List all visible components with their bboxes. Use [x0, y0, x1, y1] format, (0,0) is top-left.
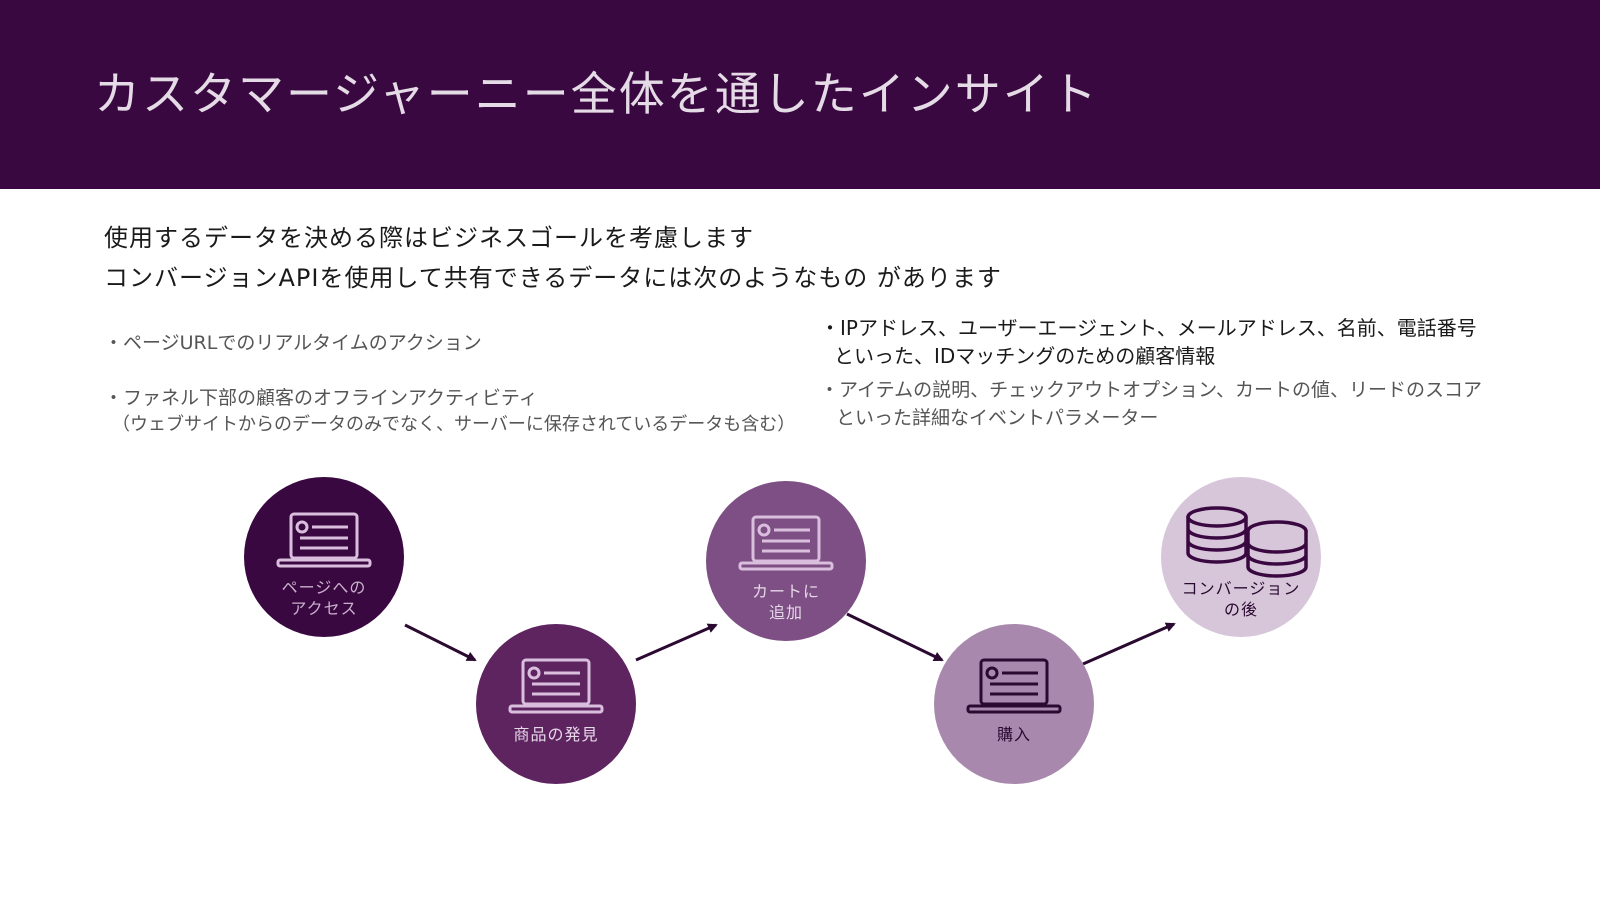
subtitle-line-1: 使用するデータを決める際はビジネスゴールを考慮します — [104, 224, 754, 252]
database-icon — [1186, 506, 1308, 578]
header-banner: カスタマージャーニー全体を通したインサイト — [0, 0, 1600, 189]
stage-label-line: 追加 — [768, 603, 803, 622]
bullet-event-params-cont: といった詳細なイベントパラメーター — [836, 407, 1159, 429]
arrow-4 — [1082, 622, 1176, 666]
stage-label-page-access: ページへの アクセス — [244, 577, 404, 619]
bullet-offline-activity-note: （ウェブサイトからのデータのみでなく、サーバーに保存されているデータも含む） — [112, 414, 796, 435]
bullet-realtime-actions: ・ページURLでのリアルタイムのアクション — [104, 332, 482, 354]
stage-label-post-conversion: コンバージョン の後 — [1161, 578, 1321, 620]
bullet-customer-info: ・IPアドレス、ユーザーエージェント、メールアドレス、名前、電話番号 — [820, 316, 1477, 340]
arrow-2 — [635, 623, 718, 662]
bullet-event-params: ・アイテムの説明、チェックアウトオプション、カートの値、リードのスコア — [820, 379, 1482, 401]
stage-label-line: カートに — [751, 582, 820, 601]
stage-label-product-discovery: 商品の発見 — [476, 724, 636, 745]
stage-label-line: 商品の発見 — [513, 725, 599, 744]
stage-label-purchase: 購入 — [934, 724, 1094, 745]
bullet-customer-info-cont: といった、IDマッチングのための顧客情報 — [834, 344, 1216, 368]
arrow-1 — [404, 623, 477, 662]
arrow-3 — [846, 612, 944, 662]
stage-label-line: の後 — [1223, 600, 1258, 619]
stage-label-add-to-cart: カートに 追加 — [706, 581, 866, 623]
stage-label-line: コンバージョン — [1181, 579, 1301, 598]
bullet-offline-activity: ・ファネル下部の顧客のオフラインアクティビティ — [104, 387, 538, 409]
subtitle-line-2: コンバージョンAPIを使用して共有できるデータには次のようなもの があります — [104, 264, 1002, 292]
stage-label-line: アクセス — [290, 599, 358, 618]
stage-label-line: 購入 — [996, 725, 1031, 744]
page-title: カスタマージャーニー全体を通したインサイト — [94, 67, 1099, 121]
stage-label-line: ページへの — [281, 578, 367, 597]
